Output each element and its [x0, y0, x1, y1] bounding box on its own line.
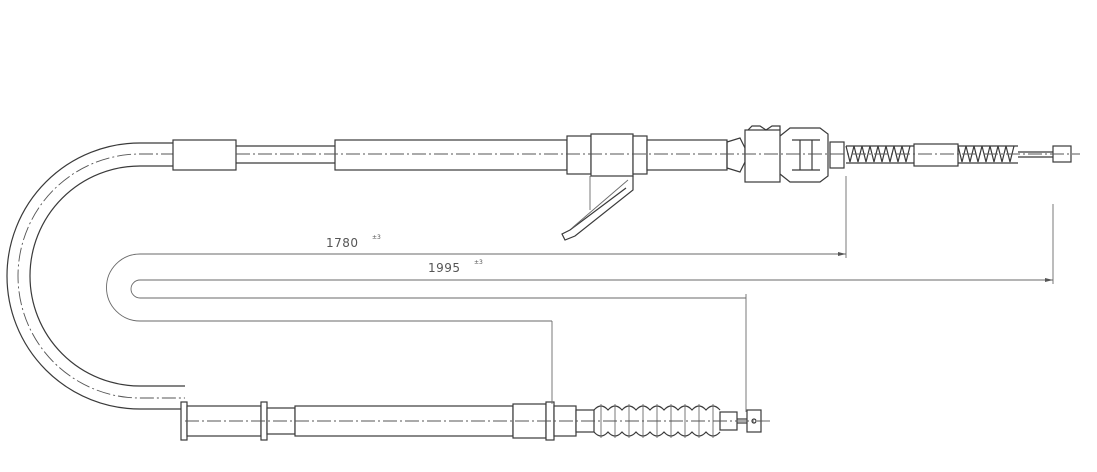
- grommet: [172, 139, 237, 171]
- dimension-1995: 1995: [428, 261, 461, 275]
- spring: [957, 145, 1018, 164]
- bracket-sleeve: [590, 133, 634, 177]
- cable-bend: [6, 142, 185, 410]
- dimension-1780: 1780: [326, 236, 359, 250]
- end-fitting: [744, 129, 781, 183]
- clip-lever: [561, 176, 634, 241]
- sheath: [334, 139, 568, 171]
- dimension-lines: [106, 176, 1054, 412]
- tolerance-1780: ±3: [372, 234, 381, 241]
- tolerance-1995: ±3: [474, 259, 483, 266]
- lower-cable: [180, 401, 770, 441]
- spring: [845, 145, 914, 164]
- upper-cable: [172, 125, 1080, 241]
